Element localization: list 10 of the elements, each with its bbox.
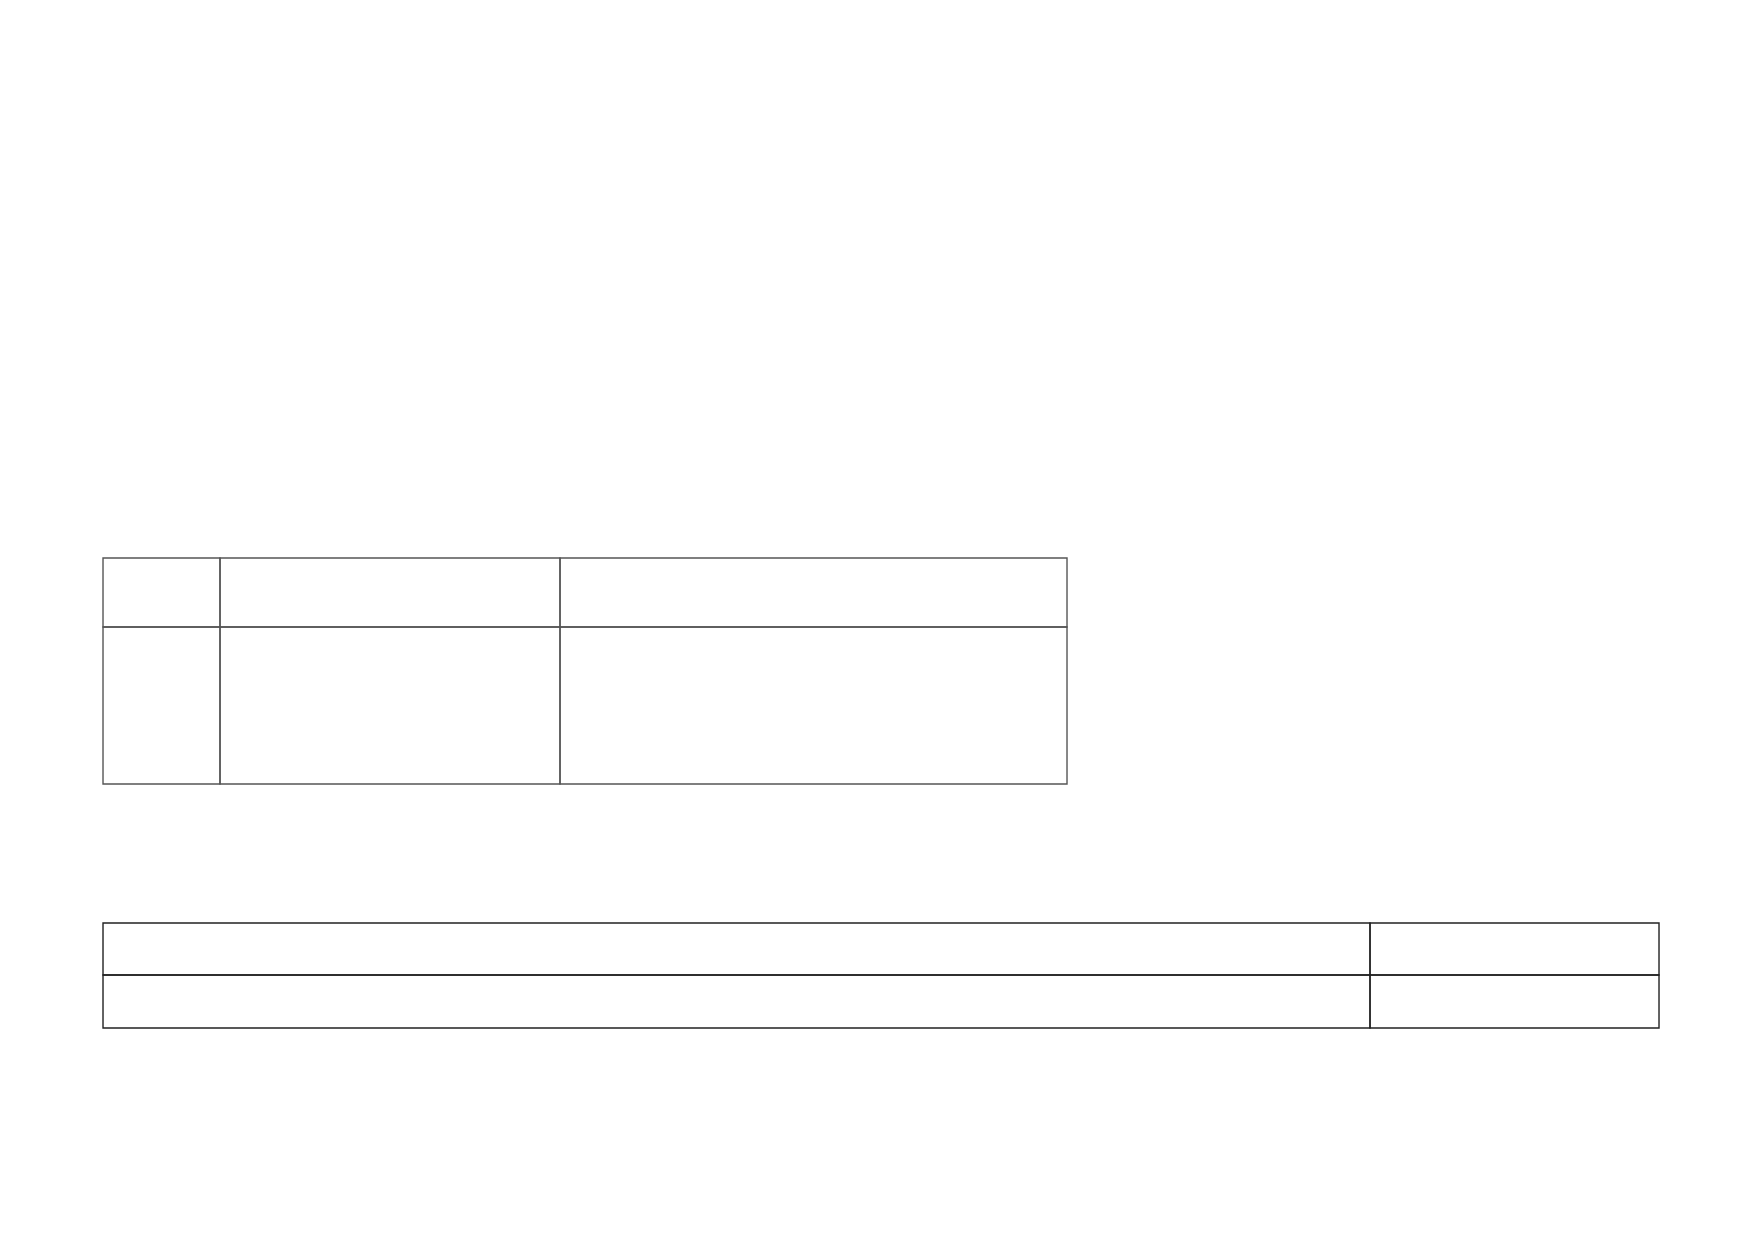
- table-cell: [1369, 922, 1660, 976]
- table-cell: [559, 557, 1068, 628]
- table-cell: [102, 557, 221, 628]
- table-cell: [102, 626, 221, 785]
- table-cell: [219, 626, 561, 785]
- table-cell: [559, 626, 1068, 785]
- table-cell: [102, 922, 1371, 976]
- table-cell: [102, 974, 1371, 1029]
- table-cell: [219, 557, 561, 628]
- table-cell: [1369, 974, 1660, 1029]
